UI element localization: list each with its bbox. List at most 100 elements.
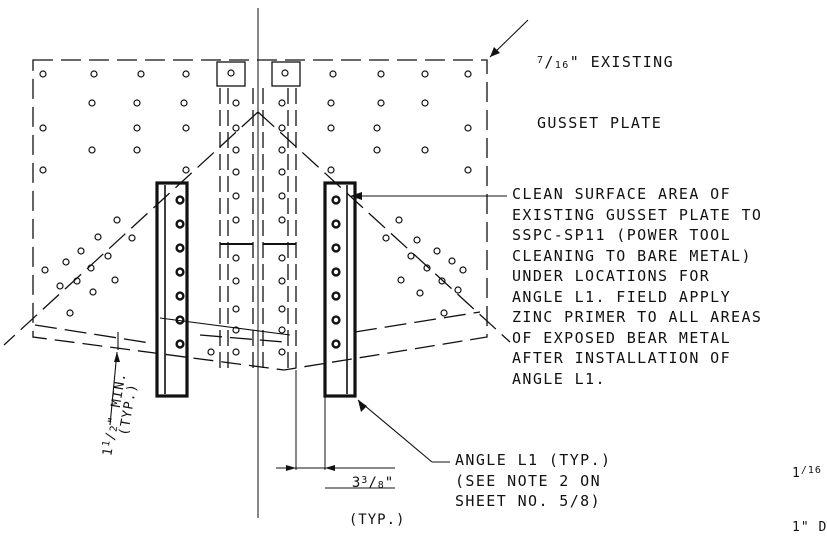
plate-bolt-hole: [133, 124, 141, 132]
plate-bolt-hole: [232, 99, 240, 107]
angle-bolts: [175, 195, 341, 349]
plate-bolt-hole: [39, 166, 47, 174]
plate-bolt-hole: [382, 234, 390, 242]
plate-bolt-hole: [327, 99, 335, 107]
plate-bolt-hole: [421, 146, 429, 154]
surface-note-line: SSPC-SP11 (POWER TOOL: [512, 226, 732, 244]
angle-note-line: SHEET NO. 5/8): [455, 492, 602, 510]
plate-bolt-hole: [39, 70, 47, 78]
angle-bolt-hole: [175, 243, 185, 253]
angle-bolt-hole: [331, 243, 341, 253]
dimension-spacing-typ: (TYP.): [348, 511, 406, 528]
plate-bolt-hole: [113, 216, 121, 224]
plate-bolt-hole: [111, 276, 119, 284]
plate-bolt-hole: [73, 277, 81, 285]
diagonal-members: [3, 111, 511, 346]
plate-bolt-hole: [440, 309, 448, 317]
plate-bolt-hole: [395, 216, 403, 224]
surface-note-line: UNDER LOCATIONS FOR: [512, 267, 711, 285]
leader-lines: [109, 19, 529, 463]
plate-bolt-hole: [104, 252, 112, 260]
plate-bolt-hole: [137, 70, 145, 78]
plate-bolt-hole: [94, 233, 102, 241]
plate-bolt-hole: [133, 99, 141, 107]
surface-note-line: OF EXPOSED BEAR METAL: [512, 328, 732, 347]
existing-gusset-plate-outline: [32, 59, 488, 371]
plate-bolt-hole: [77, 247, 85, 255]
plate-bolt-hole: [278, 277, 286, 285]
angle-bolt-hole: [175, 291, 185, 301]
angle-bolt-hole: [331, 339, 341, 349]
plate-bolt-hole: [182, 124, 190, 132]
angle-note-line: ANGLE L1 (TYP.): [455, 451, 612, 469]
plate-bolt-hole: [39, 124, 47, 132]
plate-bolt-hole: [207, 348, 215, 356]
plate-bolt-hole: [66, 309, 74, 317]
plate-bolt-hole: [329, 70, 337, 78]
plate-bolt-hole: [182, 70, 190, 78]
plate-bolt-hole: [278, 254, 286, 262]
plate-bolt-hole: [182, 166, 190, 174]
plate-bolt-hole: [278, 192, 286, 200]
plate-bolt-hole: [327, 166, 335, 174]
plate-bolt-hole: [232, 348, 240, 356]
plate-bolt-hole: [278, 216, 286, 224]
angle-bolt-hole: [175, 219, 185, 229]
plate-bolt-hole: [89, 288, 97, 296]
plate-bolt-hole: [41, 266, 49, 274]
plate-bolt-hole: [227, 69, 235, 77]
gusset-plate-detail-drawing: [3, 8, 529, 518]
plate-bolt-hole: [232, 277, 240, 285]
plate-bolt-hole: [464, 124, 472, 132]
plate-bolt-hole: [327, 124, 335, 132]
surface-note-line: ZINC PRIMER TO ALL AREAS: [512, 308, 763, 326]
plate-bolt-hole: [373, 146, 381, 154]
plate-bolt-hole: [62, 258, 70, 266]
surface-note-line: CLEAN SURFACE AREA OF: [512, 185, 732, 203]
plate-bolt-hole: [278, 305, 286, 313]
plate-bolt-hole: [373, 124, 381, 132]
plate-bolt-hole: [232, 305, 240, 313]
plate-bolt-hole: [416, 289, 424, 297]
edge-cropped-text: 1/16 1" D: [792, 465, 827, 535]
arrowheads: [114, 47, 500, 471]
plate-bolt-hole: [88, 99, 96, 107]
angle-bolt-hole: [331, 291, 341, 301]
surface-preparation-note: CLEAN SURFACE AREA OF EXISTING GUSSET PLA…: [512, 184, 762, 389]
plate-bolt-hole: [464, 166, 472, 174]
plate-bolt-hole: [377, 99, 385, 107]
plate-bolt-hole: [281, 69, 289, 77]
dimension-spacing-lines: [276, 370, 395, 489]
plate-bolt-hole: [421, 70, 429, 78]
surface-note-line: EXISTING GUSSET PLATE TO: [512, 205, 763, 224]
plate-bolt-hole: [232, 254, 240, 262]
plate-bolt-hole: [278, 326, 286, 334]
plate-bolt-hole: [278, 124, 286, 132]
plate-bolt-hole: [397, 276, 405, 284]
plate-bolt-hole: [232, 216, 240, 224]
angle-bolt-hole: [175, 339, 185, 349]
angle-bolt-hole: [331, 195, 341, 205]
plate-bolt-hole: [459, 266, 467, 274]
plate-bolt-hole: [232, 124, 240, 132]
surface-note-line: CLEANING TO BARE METAL): [512, 246, 752, 265]
plate-bolt-hole: [232, 168, 240, 176]
plate-bolt-hole: [232, 192, 240, 200]
surface-note-line: AFTER INSTALLATION OF: [512, 349, 732, 367]
plate-bolt-hole: [88, 146, 96, 154]
plate-bolt-hole: [56, 282, 64, 290]
plate-bolt-hole: [454, 286, 462, 294]
plate-bolt-hole: [423, 264, 431, 272]
plate-bolt-hole: [278, 348, 286, 356]
vertical-members: [219, 88, 297, 370]
angle-l1-right: [323, 181, 357, 398]
plate-bolt-hole: [413, 236, 421, 244]
plate-bolt-hole: [448, 257, 456, 265]
existing-plate-bolts: [39, 69, 472, 356]
plate-bolt-hole: [438, 277, 446, 285]
angle-bolt-hole: [331, 315, 341, 325]
plate-bolt-hole: [128, 234, 136, 242]
surface-note-line: ANGLE L1.: [512, 369, 606, 388]
plate-bolt-hole: [377, 70, 385, 78]
plate-bolt-hole: [433, 247, 441, 255]
